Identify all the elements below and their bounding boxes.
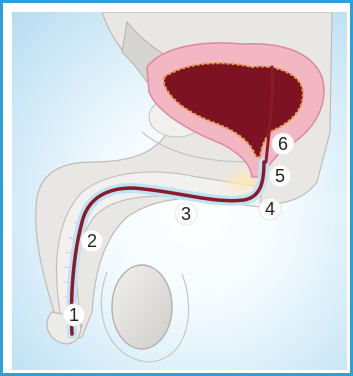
callout-6-label: 6 [278, 134, 288, 154]
callout-3-label: 3 [181, 204, 191, 224]
callout-2: 2 [81, 230, 103, 252]
callout-4: 4 [259, 198, 281, 220]
callout-6: 6 [272, 133, 294, 155]
anatomy-illustration: 1 2 3 4 5 [12, 12, 347, 370]
callout-5-label: 5 [275, 166, 285, 186]
callout-2-label: 2 [87, 231, 97, 251]
testis [112, 265, 172, 349]
callout-3: 3 [175, 203, 197, 225]
callout-1: 1 [63, 304, 85, 326]
callout-1-label: 1 [69, 305, 79, 325]
callout-5: 5 [269, 165, 291, 187]
diagram-panel: 1 2 3 4 5 [12, 12, 347, 370]
callout-4-label: 4 [265, 199, 275, 219]
